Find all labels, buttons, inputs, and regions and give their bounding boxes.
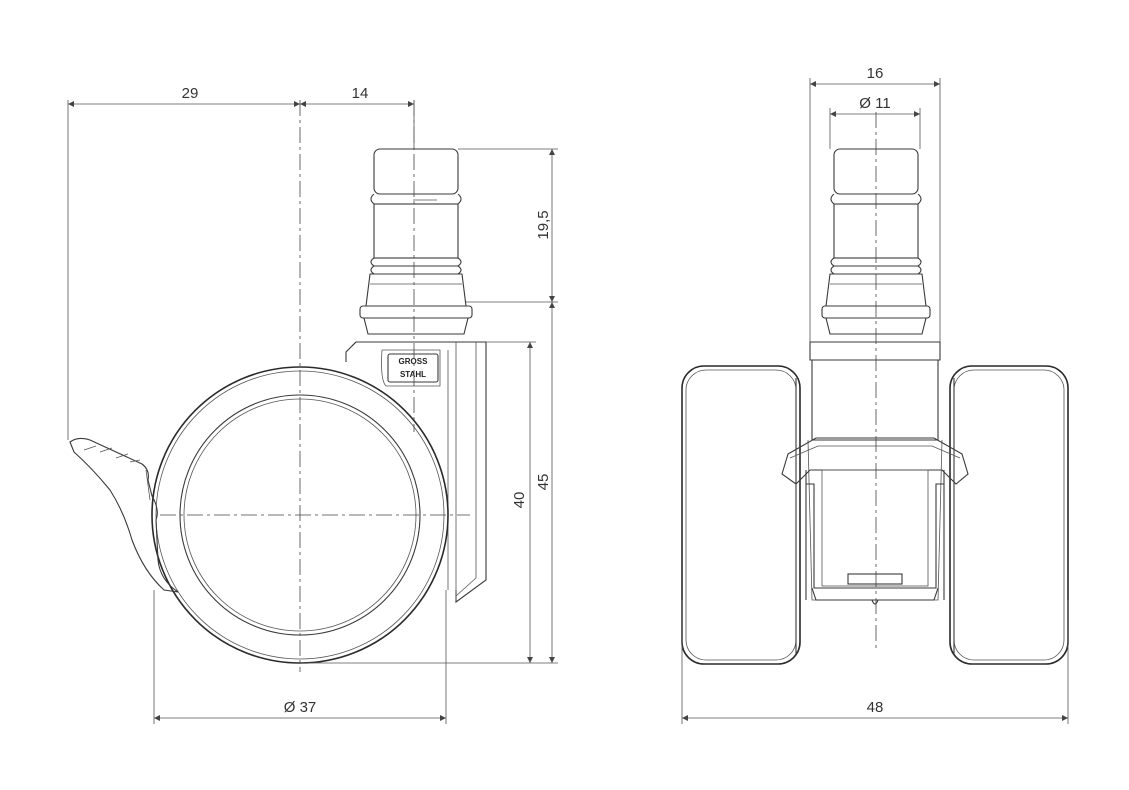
dim-overall-width: 48 <box>681 600 1069 724</box>
logo-line-2: STAHL <box>400 370 426 379</box>
dim-19-5: 19,5 <box>535 210 552 239</box>
dim-48: 48 <box>867 699 884 716</box>
logo-line-1: GROSS <box>399 357 429 366</box>
dim-heights: 40 45 <box>300 302 558 664</box>
front-view: 16 Ø 11 48 <box>681 65 1069 724</box>
dim-29: 29 <box>182 85 199 102</box>
stem-side <box>359 148 473 335</box>
dim-stem-height: 19,5 <box>458 148 558 303</box>
dim-40: 40 <box>511 492 528 509</box>
dim-45: 45 <box>535 474 552 491</box>
brake-lever <box>69 437 179 593</box>
brake-front <box>781 437 969 605</box>
dim-top-side: 29 14 <box>67 85 415 440</box>
side-view: GROSS STAHL 29 14 <box>67 85 558 724</box>
housing-front <box>805 341 945 601</box>
housing-side <box>345 341 487 604</box>
dim-diameter-37: Ø 37 <box>284 699 317 716</box>
dim-collar-width: 16 <box>809 65 941 342</box>
dim-16: 16 <box>867 65 884 82</box>
wheel-right-front <box>949 365 1069 665</box>
wheel-left-front <box>681 365 801 665</box>
brand-logo: GROSS STAHL <box>387 353 439 383</box>
dim-diameter-11: Ø 11 <box>859 95 890 112</box>
dim-wheel-diameter: Ø 37 <box>153 590 447 724</box>
dim-stem-diameter: Ø 11 <box>829 95 921 149</box>
dim-14: 14 <box>352 85 369 102</box>
